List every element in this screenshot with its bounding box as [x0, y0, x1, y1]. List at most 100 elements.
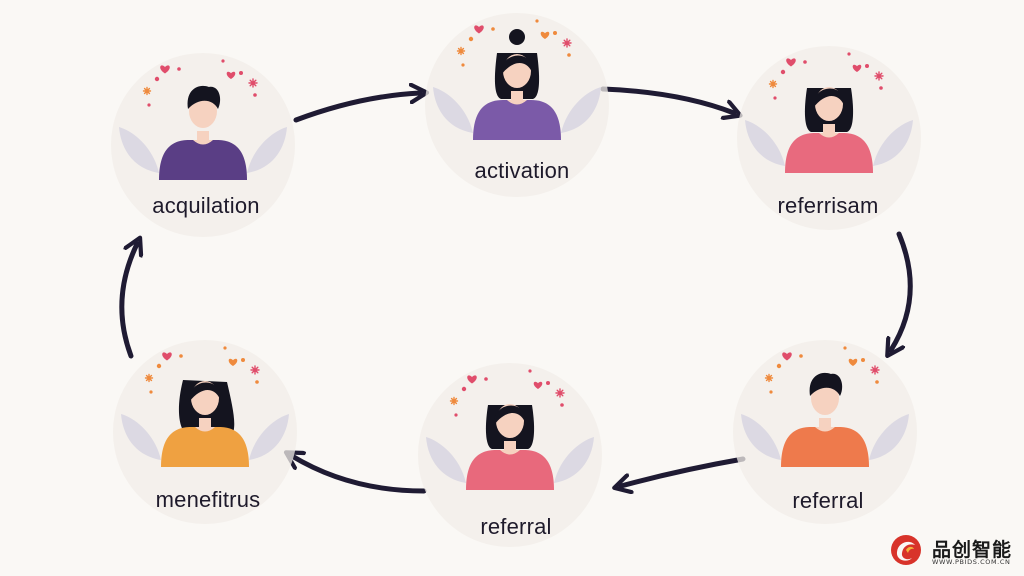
confetti-dot — [799, 354, 803, 358]
shirt — [781, 427, 869, 467]
arrow-acquisition-to-activation — [293, 93, 420, 123]
leaf-icon — [873, 120, 913, 166]
nodes-layer — [111, 13, 921, 547]
confetti-dot — [177, 67, 181, 71]
arrow-referral-right-to-referral-bottom — [621, 456, 746, 486]
confetti-dot — [253, 93, 257, 97]
confetti-dot — [553, 31, 557, 35]
hair-front — [187, 85, 221, 109]
node-referral-right — [733, 340, 917, 524]
sparkle-icon — [768, 79, 778, 89]
node-label-menefitrus: menefitrus — [155, 487, 261, 512]
heart-icon — [160, 65, 170, 74]
sparkle-icon — [248, 78, 258, 88]
collar — [193, 140, 213, 145]
collar — [819, 133, 839, 138]
shirt — [161, 427, 249, 467]
confetti-dot — [255, 380, 259, 384]
confetti-dot — [239, 71, 243, 75]
sparkle-icon — [870, 365, 880, 375]
heart-icon — [848, 358, 858, 367]
node-label-referrisam: referrisam — [777, 193, 879, 218]
sparkle-icon — [874, 71, 884, 81]
heart-icon — [852, 64, 862, 73]
collar — [195, 427, 215, 432]
confetti-dot — [461, 386, 467, 392]
confetti-dot — [241, 358, 245, 362]
node-label-referral-bottom: referral — [480, 514, 552, 539]
sparkle-icon — [144, 373, 154, 383]
confetti-dot — [147, 103, 151, 107]
arrow-referrisam-to-referral-right — [891, 231, 913, 350]
shirt — [785, 133, 873, 173]
heart-icon — [228, 358, 238, 367]
leaf-icon — [119, 127, 159, 173]
hair-front — [812, 88, 846, 108]
node-label-acquisition: acquilation — [152, 193, 260, 218]
leaf-icon — [561, 87, 601, 133]
node-label-referral-right: referral — [792, 488, 864, 513]
shirt — [466, 450, 554, 490]
heart-icon — [533, 381, 543, 390]
heart-icon — [467, 375, 477, 384]
confetti-dot — [847, 52, 851, 56]
node-activation — [425, 13, 609, 197]
arrow-referral-bottom-to-menefitrus — [292, 456, 427, 494]
sparkle-icon — [449, 396, 459, 406]
leaf-icon — [554, 437, 594, 483]
confetti-dot — [468, 36, 474, 42]
watermark-brand: 品创智能 — [932, 539, 1013, 561]
confetti-dot — [560, 403, 564, 407]
confetti-dot — [843, 346, 847, 350]
watermark-url: WWW.PBIDS.COM.CN — [932, 558, 1011, 566]
shirt — [159, 140, 247, 180]
confetti-dot — [776, 363, 782, 369]
hair-front — [493, 405, 527, 425]
sparkle-icon — [562, 38, 572, 48]
arrow-menefitrus-to-acquisition — [119, 244, 137, 359]
leaf-icon — [741, 414, 781, 460]
hair-front — [188, 382, 222, 402]
confetti-dot — [803, 60, 807, 64]
leaf-icon — [433, 87, 473, 133]
sparkle-icon — [456, 46, 466, 56]
collar — [500, 450, 520, 455]
node-referrisam — [737, 46, 921, 230]
leaf-icon — [121, 414, 161, 460]
confetti-dot — [223, 346, 227, 350]
confetti-dot — [528, 369, 532, 373]
arrows-layer — [119, 86, 913, 494]
heart-icon — [162, 352, 172, 361]
confetti-dot — [454, 413, 458, 417]
heart-icon — [474, 25, 484, 34]
node-label-activation: activation — [474, 158, 570, 183]
leaf-icon — [745, 120, 785, 166]
heart-icon — [782, 352, 792, 361]
logo-swirl-icon — [891, 535, 921, 565]
confetti-dot — [546, 381, 550, 385]
confetti-dot — [567, 53, 571, 57]
leaf-icon — [869, 414, 909, 460]
confetti-dot — [780, 69, 786, 75]
leaf-icon — [247, 127, 287, 173]
confetti-dot — [154, 76, 160, 82]
shirt — [473, 100, 561, 140]
leaf-icon — [249, 414, 289, 460]
confetti-dot — [149, 390, 153, 394]
node-menefitrus — [113, 340, 297, 524]
node-acquisition — [111, 53, 295, 237]
confetti-dot — [861, 358, 865, 362]
confetti-dot — [221, 59, 225, 63]
confetti-dot — [875, 380, 879, 384]
collar — [815, 427, 835, 432]
sparkle-icon — [250, 365, 260, 375]
confetti-dot — [769, 390, 773, 394]
heart-icon — [786, 58, 796, 67]
confetti-dot — [491, 27, 495, 31]
arrow-activation-to-referrisam — [600, 86, 734, 113]
sparkle-icon — [764, 373, 774, 383]
heart-icon — [540, 31, 550, 40]
confetti-dot — [865, 64, 869, 68]
confetti-dot — [461, 63, 465, 67]
node-referral-bottom — [418, 363, 602, 547]
